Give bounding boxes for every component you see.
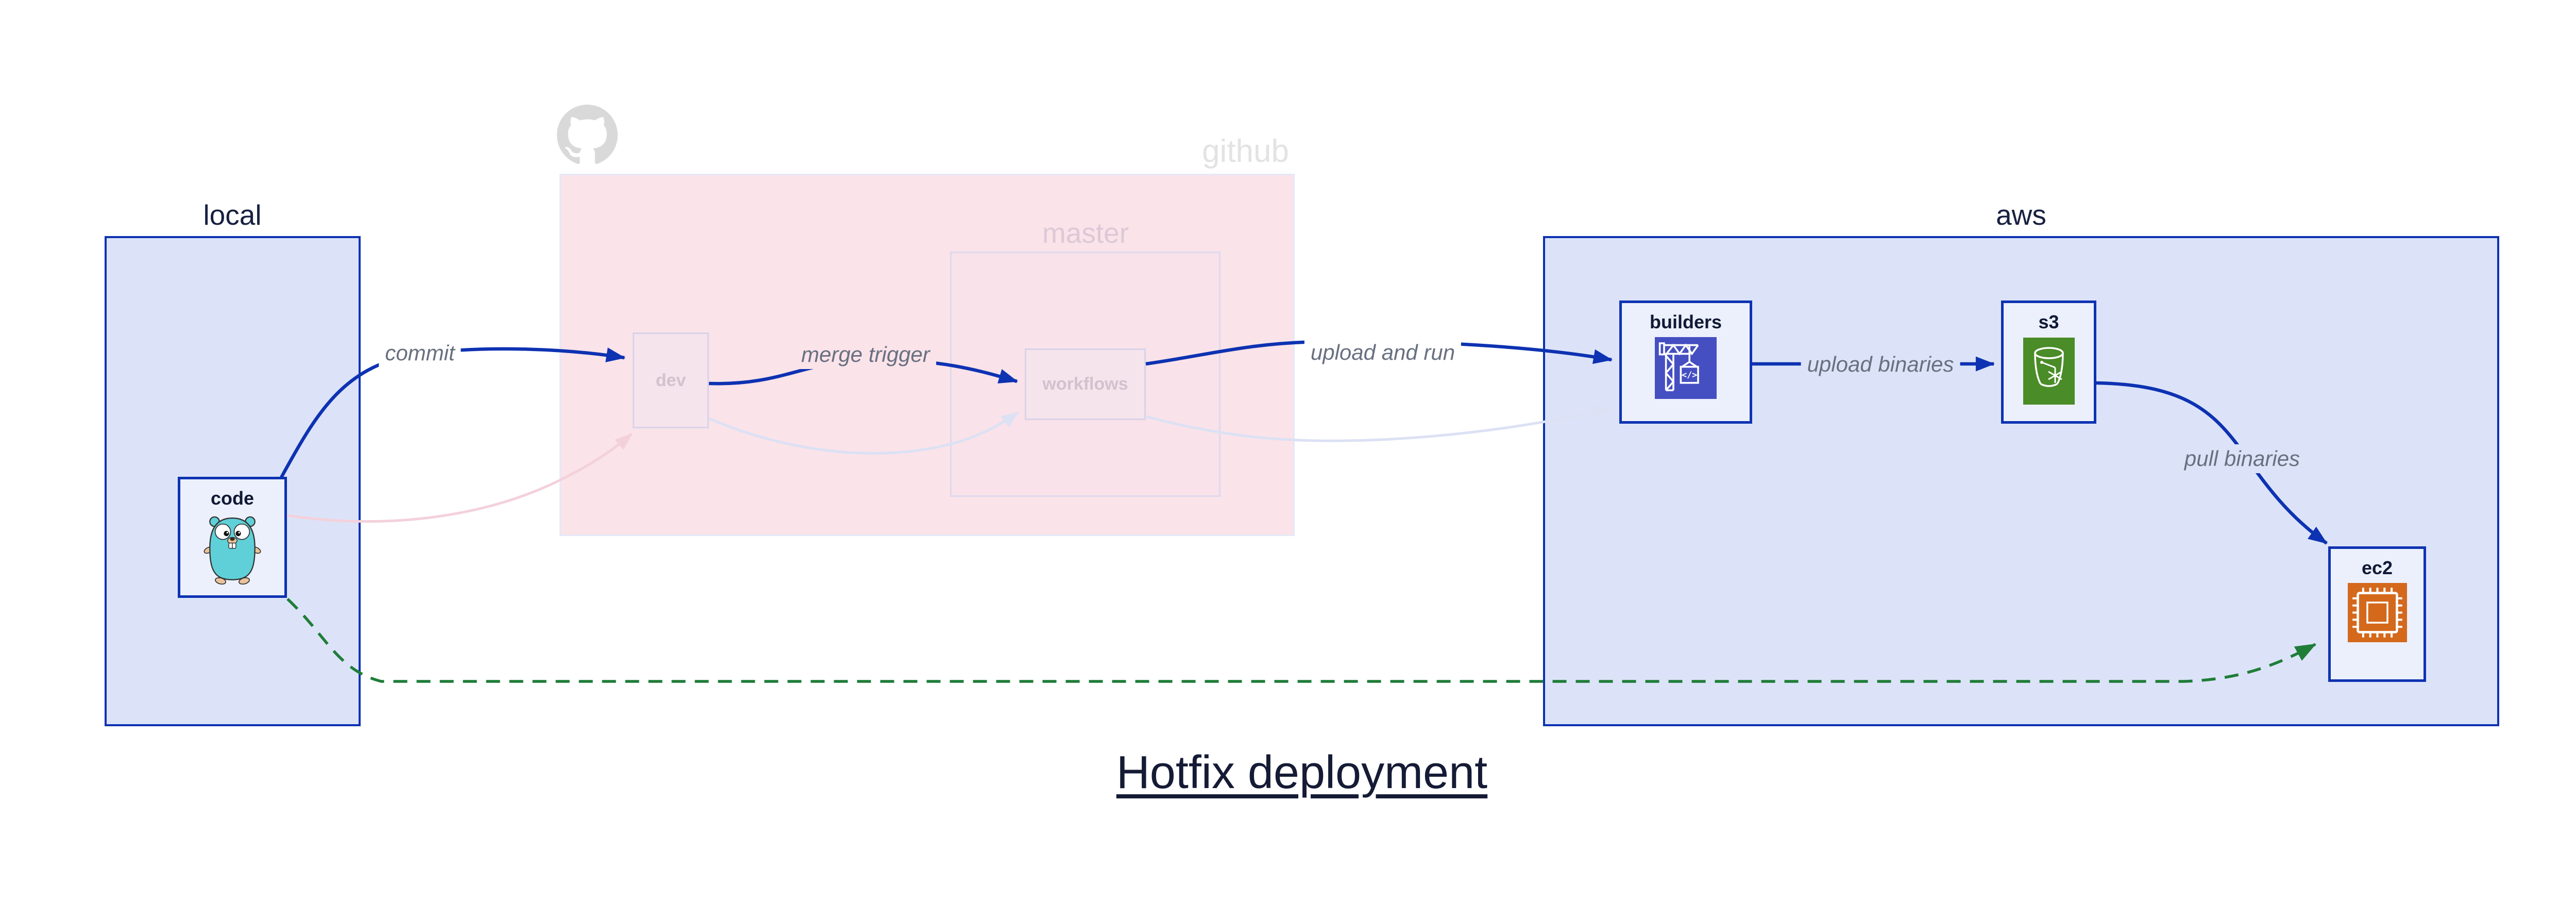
node-dev: dev bbox=[633, 332, 709, 428]
node-ec2: ec2 bbox=[2328, 546, 2426, 682]
aws-codebuild-icon: </> bbox=[1655, 337, 1717, 399]
node-dev-label: dev bbox=[655, 370, 686, 390]
aws-s3-glacier-icon bbox=[2023, 338, 2075, 405]
svg-text:</>: </> bbox=[1682, 370, 1697, 380]
diagram-title: Hotfix deployment bbox=[1116, 747, 1488, 798]
aws-container-label: aws bbox=[1996, 199, 2046, 231]
node-s3: s3 bbox=[2001, 300, 2096, 424]
node-s3-label: s3 bbox=[2038, 311, 2059, 332]
edge-label-merge-trigger: merge trigger bbox=[795, 340, 936, 369]
go-gopher-icon bbox=[204, 516, 261, 584]
local-container-label: local bbox=[203, 199, 262, 231]
node-workflows-label: workflows bbox=[1042, 374, 1128, 394]
aws-ec2-icon bbox=[2347, 583, 2407, 642]
node-builders: builders </> bbox=[1619, 300, 1752, 424]
node-builders-label: builders bbox=[1649, 311, 1722, 332]
master-container-label: master bbox=[1042, 217, 1129, 249]
node-ec2-label: ec2 bbox=[2361, 557, 2393, 578]
node-code-label: code bbox=[210, 488, 255, 509]
edge-label-upload-and-run: upload and run bbox=[1304, 338, 1462, 367]
node-workflows: workflows bbox=[1025, 348, 1146, 420]
node-code: code bbox=[178, 477, 287, 598]
edge-label-upload-binaries: upload binaries bbox=[1801, 350, 1960, 379]
edge-label-pull-binaries: pull binaries bbox=[2178, 444, 2307, 473]
github-container-label: github bbox=[1202, 133, 1289, 169]
github-octocat-icon bbox=[557, 105, 618, 164]
edge-label-commit: commit bbox=[379, 339, 461, 368]
